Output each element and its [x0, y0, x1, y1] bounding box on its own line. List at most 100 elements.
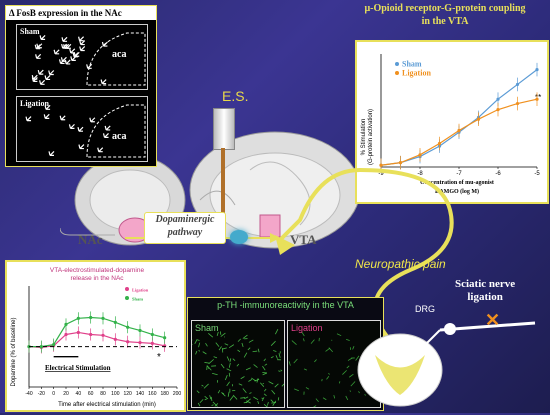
data-point-sham — [40, 345, 43, 348]
dopamine-es-label: Electrical Stimulation — [45, 364, 111, 372]
pth-ligation-label: Ligation — [291, 323, 323, 333]
fosb-arrow-icon — [105, 126, 110, 130]
fiber — [258, 349, 259, 353]
fosb-sham-image: Sham aca — [16, 24, 148, 90]
fiber — [271, 402, 276, 403]
fiber — [276, 355, 278, 358]
fosb-arrow-icon — [49, 71, 54, 75]
fiber — [254, 364, 258, 367]
sciatic-line1: Sciatic nerve — [455, 278, 515, 291]
legend-label-ligation: Ligation — [402, 69, 431, 78]
fiber — [204, 384, 209, 388]
fiber — [243, 389, 246, 393]
fosb-arrow-icon — [44, 114, 49, 118]
sciatic-line2: ligation — [455, 291, 515, 304]
fiber — [213, 374, 218, 375]
fiber — [230, 358, 231, 362]
fosb-arrow-icon — [49, 151, 54, 155]
fosb-arrow-icon — [90, 118, 95, 122]
fiber — [237, 364, 239, 366]
fiber — [306, 387, 309, 389]
fiber — [271, 356, 274, 357]
dopaminergic-label-line1: Dopaminergic — [145, 213, 225, 226]
x-tick-label: 100 — [111, 391, 120, 397]
fiber — [282, 382, 284, 387]
fiber — [205, 398, 208, 400]
fiber — [204, 362, 209, 363]
data-point-sham — [52, 343, 55, 346]
fiber — [219, 347, 222, 351]
fiber — [227, 357, 229, 361]
fiber — [210, 395, 211, 399]
fiber — [199, 350, 200, 351]
electrode-holder — [213, 108, 235, 150]
fiber — [316, 399, 319, 402]
x-tick-label: -20 — [38, 391, 45, 397]
fiber — [225, 375, 227, 380]
x-tick-label: 200 — [173, 391, 182, 397]
legend-marker-sham — [395, 62, 399, 66]
fiber — [269, 382, 274, 384]
fosb-arrow-icon — [101, 80, 106, 84]
fiber — [229, 345, 234, 348]
pth-sham-image: Sham — [191, 320, 285, 408]
fiber — [273, 351, 276, 352]
fiber — [238, 339, 241, 342]
data-point-sham — [151, 333, 154, 336]
fiber — [206, 343, 208, 346]
fiber — [281, 370, 282, 371]
data-point-ligation — [516, 102, 519, 105]
data-point-sham — [496, 98, 499, 101]
x-tick-label: 20 — [63, 391, 69, 397]
fosb-arrow-icon — [54, 50, 59, 54]
fosb-arrow-icon — [36, 54, 41, 58]
legend-marker-ligation — [395, 71, 399, 75]
fiber — [323, 398, 326, 400]
series-line-sham — [29, 318, 165, 347]
data-point-sham — [516, 83, 519, 86]
fiber — [258, 401, 259, 404]
legend-label-sham: Sham — [402, 60, 422, 69]
fosb-sham-region: aca — [112, 49, 126, 60]
fosb-arrow-icon — [45, 75, 50, 79]
fosb-arrow-icon — [40, 80, 45, 84]
dopamine-ylabel: Dopamine (% of baseline) — [11, 317, 17, 386]
data-point-sham — [89, 316, 92, 319]
fiber — [205, 396, 207, 398]
data-point-sham — [126, 326, 129, 329]
fosb-arrow-icon — [65, 60, 70, 64]
x-tick-label: 0 — [52, 391, 55, 397]
data-point-sham — [64, 323, 67, 326]
data-point-sham — [77, 317, 80, 320]
data-point-ligation — [151, 342, 154, 345]
data-point-ligation — [89, 333, 92, 336]
legend-label-ligation: Ligation — [132, 288, 149, 293]
fiber — [203, 352, 207, 354]
x-tick-label: -40 — [25, 391, 32, 397]
fiber — [271, 400, 274, 403]
fiber — [267, 402, 268, 406]
fiber — [289, 361, 290, 365]
fiber — [304, 369, 307, 370]
data-point-ligation — [126, 340, 129, 343]
data-point-ligation — [496, 108, 499, 111]
fiber — [196, 351, 197, 354]
sciatic-title: Sciatic nerve ligation — [455, 278, 515, 304]
fiber — [272, 390, 275, 394]
pth-sham-fibers — [192, 321, 284, 407]
mor-title-line1: μ-Opioid receptor-G-protein coupling — [345, 2, 545, 15]
fiber — [253, 397, 258, 400]
data-point-ligation — [101, 334, 104, 337]
fiber — [314, 359, 316, 361]
data-point-sham — [101, 317, 104, 320]
x-tick-label: 60 — [88, 391, 94, 397]
fiber — [271, 341, 275, 345]
data-point-sham — [138, 329, 141, 332]
dopamine-xlabel: Time after electrical stimulation (min) — [58, 402, 156, 408]
fiber — [221, 392, 225, 396]
fosb-panel: Δ FosB expression in the NAc Sham aca Li… — [5, 5, 157, 167]
drg-label: DRG — [415, 304, 435, 314]
data-point-ligation — [477, 118, 480, 121]
mor-title: μ-Opioid receptor-G-protein coupling in … — [345, 2, 545, 28]
fiber — [221, 364, 224, 368]
